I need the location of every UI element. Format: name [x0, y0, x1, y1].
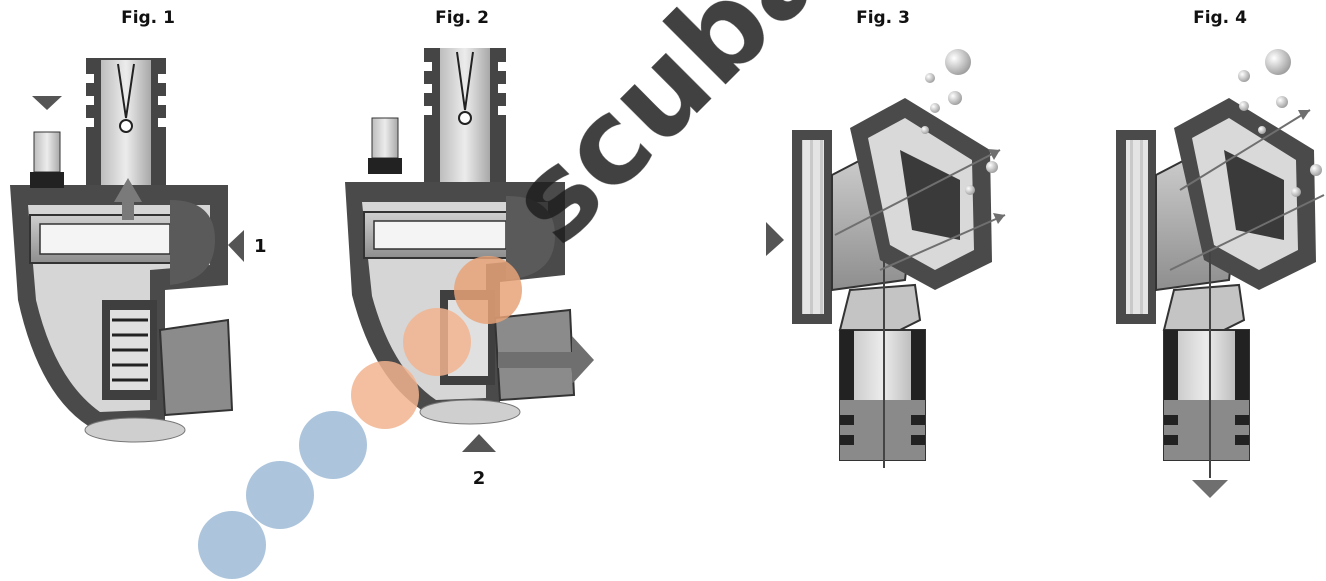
flow-line: [879, 214, 1006, 271]
exhaust-arrow-icon: [498, 336, 594, 384]
fig-3-label: Fig. 3: [856, 8, 910, 28]
bottom-cap: [84, 417, 186, 443]
exhaust-port: [158, 318, 234, 417]
callout-1: 1: [254, 236, 267, 257]
flow-line: [1179, 109, 1311, 191]
callout-2: 2: [473, 468, 486, 489]
flow-line: [1169, 194, 1325, 271]
hose-ribs: [86, 74, 166, 127]
figure-4: Fig. 4: [1116, 8, 1325, 498]
fig-4-label: Fig. 4: [1193, 8, 1247, 28]
flow-up-arrow-icon: [114, 178, 142, 220]
figure-2: Fig. 2 2: [345, 8, 594, 489]
valve-loop: [456, 51, 474, 111]
bubbles: [1238, 49, 1322, 197]
flow-line: [834, 149, 1001, 236]
hose-ribs: [424, 62, 506, 115]
figure-3: Fig. 3: [766, 8, 1006, 468]
figure-1: Fig. 1: [10, 8, 267, 443]
bubbles: [921, 49, 998, 195]
down-arrow-icon: [32, 96, 62, 110]
purge-dome: [506, 196, 555, 280]
watermark: scuba: [198, 0, 854, 579]
fig-1-label: Fig. 1: [121, 8, 175, 28]
neck-ribs: [1164, 330, 1249, 445]
watermark-dots: [198, 256, 522, 579]
bottom-cap: [419, 399, 521, 425]
inflator-valve: [33, 131, 61, 173]
purge-dome: [170, 200, 215, 285]
valve-loop: [117, 63, 135, 119]
right-pointer-icon: [766, 222, 784, 256]
fig-2-label: Fig. 2: [435, 8, 489, 28]
up-pointer-icon: [462, 434, 496, 452]
left-pointer-icon: [228, 230, 244, 262]
down-arrow-icon: [1192, 480, 1228, 498]
neck-ribs: [840, 330, 925, 445]
inflator-valve: [371, 117, 399, 159]
